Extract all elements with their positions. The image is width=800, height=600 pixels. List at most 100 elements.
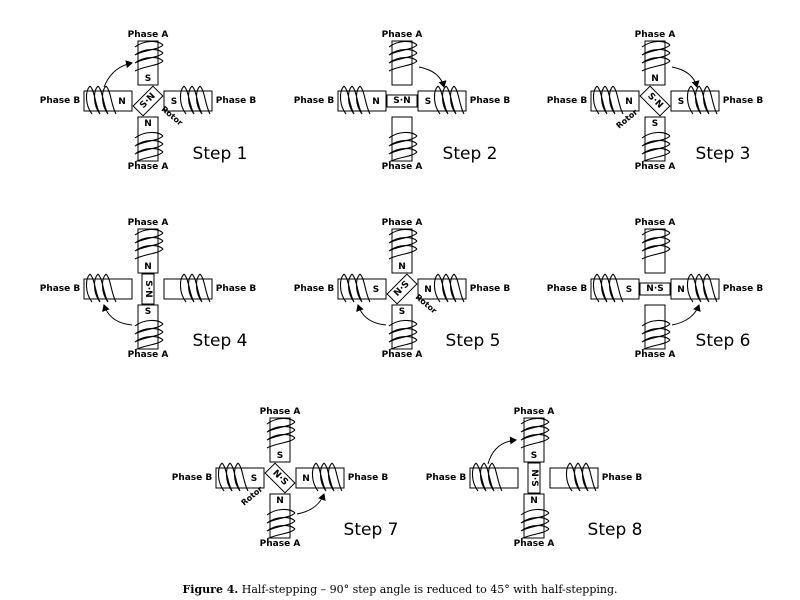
phase-b-left-pole	[83, 278, 133, 300]
phase-b-right-label: Phase B	[470, 284, 511, 294]
rotation-arrow	[671, 304, 701, 326]
phase-b-left-label: Phase B	[426, 473, 467, 483]
rotation-arrow	[671, 66, 700, 88]
phase-b-left-coil	[339, 85, 371, 115]
phase-a-top-label: Phase A	[635, 218, 676, 228]
phase-a-top-label: Phase A	[260, 407, 301, 417]
phase-a-top-pole-label: S	[145, 74, 151, 84]
rotor-body	[264, 462, 296, 494]
step-label: Step 2	[443, 144, 498, 164]
phase-b-left-pole-label: N	[625, 97, 633, 107]
phase-a-top-coil	[641, 40, 671, 72]
phase-a-bottom-label: Phase A	[382, 350, 423, 360]
phase-a-top-coil	[134, 40, 164, 72]
phase-a-top-pole-label: N	[144, 262, 152, 272]
phase-a-top-pole	[391, 40, 413, 86]
phase-a-top-label: Phase A	[382, 218, 423, 228]
phase-a-top-label: Phase A	[514, 407, 555, 417]
phase-b-right-label: Phase B	[216, 96, 257, 106]
phase-b-left-coil	[471, 462, 503, 492]
phase-b-right-label: Phase B	[348, 473, 389, 483]
phase-a-top-label: Phase A	[128, 218, 169, 228]
phase-a-bottom-label: Phase A	[128, 162, 169, 172]
phase-a-bottom-pole	[644, 304, 666, 350]
rotor-body	[386, 273, 418, 305]
phase-b-left-label: Phase B	[294, 284, 335, 294]
phase-b-right-coil	[433, 273, 465, 303]
rotor: S·N	[639, 85, 671, 117]
phase-b-right-coil	[433, 85, 465, 115]
phase-b-left-coil	[217, 462, 249, 492]
phase-b-right-pole	[295, 467, 345, 489]
rotor-body	[639, 85, 671, 117]
rotor: N·S	[386, 273, 418, 305]
phase-a-top-coil	[388, 228, 418, 260]
phase-a-top-pole-label: S	[277, 451, 283, 461]
rotor: S·N	[132, 85, 164, 117]
phase-a-bottom-label: Phase A	[128, 350, 169, 360]
phase-b-right-label: Phase B	[216, 284, 257, 294]
phase-a-top-coil	[388, 40, 418, 72]
phase-b-right-label: Phase B	[602, 473, 643, 483]
step-label: Step 5	[446, 331, 501, 351]
phase-a-top-pole-label: N	[651, 74, 659, 84]
rotor: N·S	[639, 282, 671, 296]
phase-b-right-pole-label: N	[302, 474, 310, 484]
phase-a-bottom-coil	[520, 508, 550, 540]
phase-a-bottom-coil	[134, 319, 164, 351]
rotor: N·S	[527, 462, 541, 494]
phase-a-bottom-pole-label: N	[144, 119, 152, 129]
step-label: Step 8	[588, 520, 643, 540]
rotation-arrow	[102, 304, 133, 326]
phase-a-top-coil	[520, 417, 550, 449]
phase-b-right-coil	[686, 273, 718, 303]
phase-b-right-pole	[163, 90, 213, 112]
phase-b-left-coil	[339, 273, 371, 303]
phase-a-bottom-label: Phase A	[635, 350, 676, 360]
phase-a-bottom-pole-label: N	[530, 496, 538, 506]
step-label: Step 7	[344, 520, 399, 540]
phase-a-bottom-pole-label: S	[145, 307, 151, 317]
phase-b-left-pole-label: S	[373, 285, 379, 295]
figure-caption: Figure 4. Half-stepping – 90° step angle…	[0, 583, 800, 596]
phase-b-left-coil	[592, 273, 624, 303]
phase-a-top-label: Phase A	[382, 30, 423, 40]
phase-b-right-pole	[163, 278, 213, 300]
phase-b-left-pole-label: S	[251, 474, 257, 484]
rotor-body	[132, 85, 164, 117]
rotor-body	[141, 273, 155, 305]
phase-b-right-label: Phase B	[470, 96, 511, 106]
figure-caption-text: Half-stepping – 90° step angle is reduce…	[241, 583, 618, 596]
phase-b-right-coil	[565, 462, 597, 492]
rotor-body	[639, 282, 671, 296]
phase-b-right-coil	[179, 85, 211, 115]
rotation-arrow	[487, 436, 517, 465]
phase-a-bottom-pole-label: S	[652, 119, 658, 129]
phase-a-top-label: Phase A	[635, 30, 676, 40]
phase-b-right-pole	[670, 278, 720, 300]
phase-b-left-pole-label: N	[372, 97, 380, 107]
phase-a-bottom-label: Phase A	[635, 162, 676, 172]
phase-b-left-coil	[592, 85, 624, 115]
rotation-arrow	[103, 60, 133, 88]
step-label: Step 4	[193, 331, 248, 351]
step-label: Step 3	[696, 144, 751, 164]
phase-b-left-pole-label: S	[626, 285, 632, 295]
rotation-arrow	[296, 493, 326, 515]
phase-b-left-label: Phase B	[294, 96, 335, 106]
rotor-poles-label: S·N	[143, 280, 153, 297]
phase-b-right-pole	[417, 278, 467, 300]
phase-b-left-coil	[85, 85, 117, 115]
phase-a-bottom-coil	[388, 319, 418, 351]
rotor-body	[386, 94, 418, 108]
phase-b-left-label: Phase B	[547, 284, 588, 294]
rotor: N·S	[264, 462, 296, 494]
rotor: S·N	[386, 94, 418, 108]
